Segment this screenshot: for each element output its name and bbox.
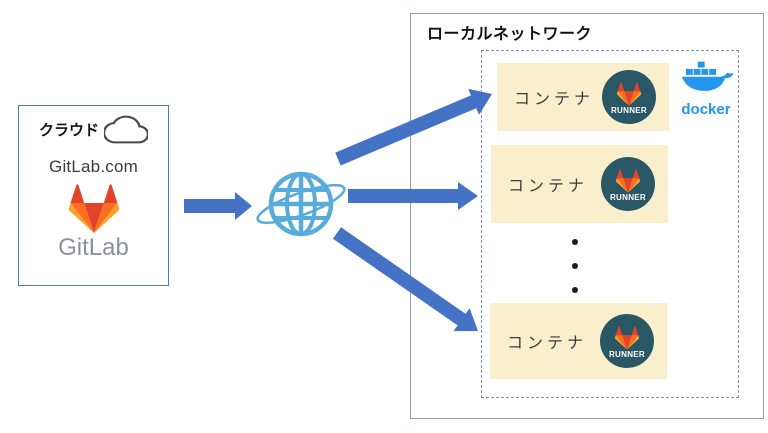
docker-whale-icon <box>681 61 734 91</box>
gitlab-logo-icon <box>68 184 119 234</box>
cloud-box-title: クラウド <box>38 122 99 139</box>
gitlab-tanuki-icon <box>616 82 642 106</box>
cloud-box-header: クラウド <box>19 115 168 144</box>
container-label: コンテナ <box>507 335 588 352</box>
runner-badge-label: RUNNER <box>609 193 647 202</box>
container-box-3: コンテナ RUNNER <box>490 303 667 379</box>
ellipsis-dot <box>572 263 578 269</box>
cloud-icon <box>104 115 148 144</box>
more-containers-ellipsis <box>572 239 578 293</box>
gitlab-tanuki-icon <box>615 169 641 193</box>
ellipsis-dot <box>572 239 578 245</box>
container-label: コンテナ <box>514 91 595 108</box>
arrow-cloud-to-internet <box>184 192 252 220</box>
gitlab-com-label: GitLab.com <box>49 157 138 176</box>
gitlab-tanuki-icon <box>614 326 640 350</box>
ellipsis-dot <box>572 287 578 293</box>
runner-badge-label: RUNNER <box>610 106 648 115</box>
docker-logo: docker <box>671 58 741 118</box>
gitlab-runner-icon: RUNNER <box>600 314 654 368</box>
internet-globe-icon <box>256 171 346 237</box>
gitlab-wordmark: GitLab <box>58 234 129 261</box>
container-box-1: コンテナ RUNNER <box>497 63 669 131</box>
cloud-box: クラウド GitLab.com GitLab <box>18 105 169 286</box>
gitlab-runner-icon: RUNNER <box>601 157 655 211</box>
local-network-title: ローカルネットワーク <box>427 26 593 43</box>
gitlab-runner-icon: RUNNER <box>602 70 656 124</box>
runner-badge-label: RUNNER <box>608 350 646 359</box>
container-box-2: コンテナ RUNNER <box>491 145 668 223</box>
container-label: コンテナ <box>508 178 589 195</box>
docker-label: docker <box>681 101 731 118</box>
